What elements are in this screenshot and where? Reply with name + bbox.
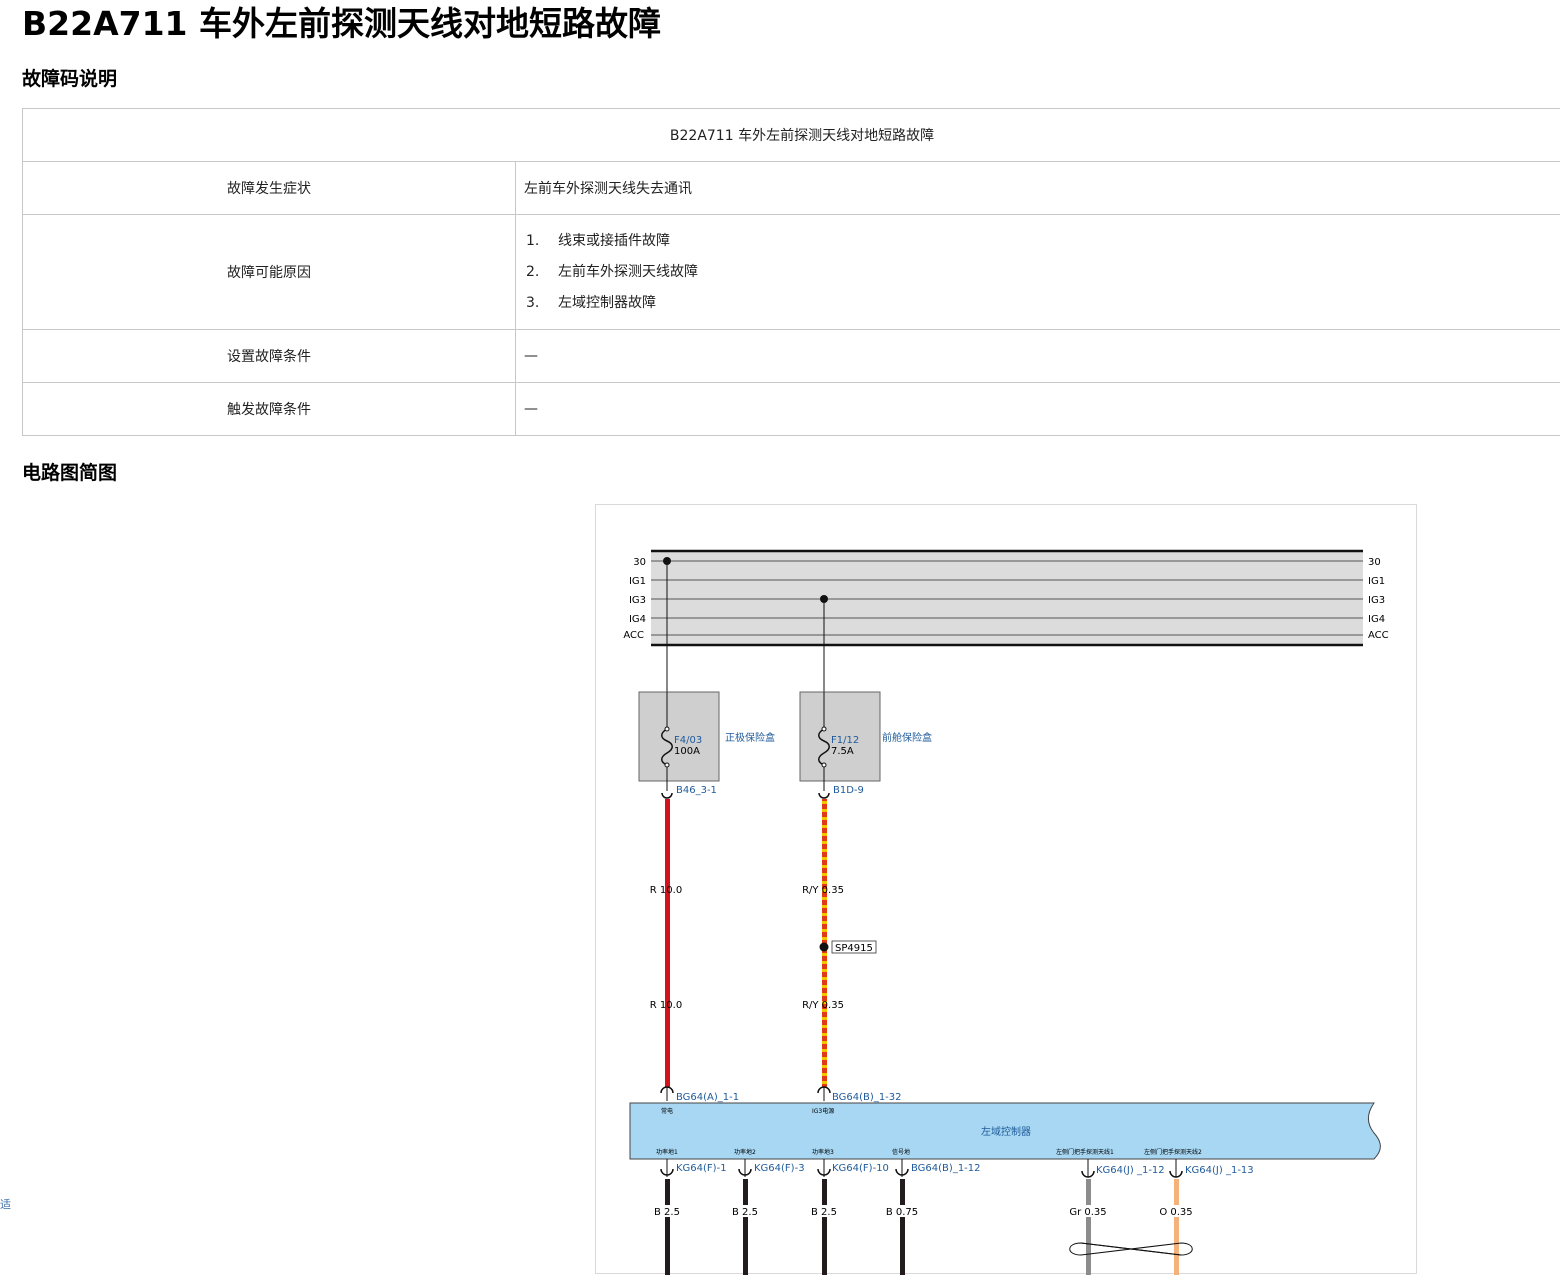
cause-item: 1.线束或接插件故障 — [524, 226, 1560, 257]
splice-label: SP4915 — [835, 943, 873, 954]
wire-label: B 2.5 — [654, 1207, 680, 1218]
wire-label: R 10.0 — [650, 885, 682, 896]
wire-black — [665, 1179, 670, 1275]
controller-connector: KG64(J) _1-12 — [1096, 1165, 1165, 1176]
bus-label-ig3-left: IG3 — [629, 595, 646, 606]
controller-connector: BG64(B)_1-32 — [832, 1092, 902, 1103]
circuit-svg: 30 IG1 IG3 IG4 ACC 30 IG1 IG3 IG4 ACC F4… — [596, 505, 1418, 1275]
fuse-box-name: 正极保险盒 — [725, 731, 775, 744]
wire-label: B 2.5 — [732, 1207, 758, 1218]
bus-label-30-right: 30 — [1368, 557, 1381, 568]
row-label-set-condition: 设置故障条件 — [23, 330, 516, 383]
fuse-id: F4/03 — [674, 735, 702, 746]
causes-list: 1.线束或接插件故障 2.左前车外探测天线故障 3.左域控制器故障 — [524, 226, 1560, 319]
pin-label: 功率地1 — [656, 1148, 678, 1156]
wire-black — [743, 1179, 748, 1275]
wire-label: B 2.5 — [811, 1207, 837, 1218]
controller-connector: KG64(F)-1 — [676, 1163, 727, 1174]
row-value-symptom: 左前车外探测天线失去通讯 — [516, 162, 1560, 215]
fuse-rating: 100A — [674, 746, 700, 757]
wire-label: R 10.0 — [650, 1000, 682, 1011]
bus-label-ig1-right: IG1 — [1368, 576, 1385, 587]
cause-item: 3.左域控制器故障 — [524, 288, 1560, 319]
pin-label: 信号地 — [892, 1148, 910, 1156]
wire-label: R/Y 0.35 — [802, 1000, 844, 1011]
pin-label: 常电 — [661, 1107, 673, 1115]
controller-name: 左域控制器 — [981, 1125, 1031, 1138]
bus-label-acc-right: ACC — [1368, 630, 1389, 641]
row-value-trigger-condition: — — [516, 383, 1560, 436]
bus-label-ig4-right: IG4 — [1368, 614, 1385, 625]
pin-label: 功率地3 — [812, 1148, 834, 1156]
bus-label-ig4-left: IG4 — [629, 614, 646, 625]
controller-connector: BG64(A)_1-1 — [676, 1092, 739, 1103]
controller-connector: KG64(F)-10 — [832, 1163, 889, 1174]
wire-black — [822, 1179, 827, 1275]
connector-b1d: B1D-9 — [833, 785, 864, 796]
section-heading-circuit: 电路图简图 — [22, 460, 117, 486]
wire-label: B 0.75 — [886, 1207, 918, 1218]
fault-table-header: B22A711 车外左前探测天线对地短路故障 — [23, 109, 1560, 162]
splice-node — [820, 943, 829, 952]
row-label-causes: 故障可能原因 — [23, 215, 516, 330]
wire-label: R/Y 0.35 — [802, 885, 844, 896]
bottom-connectors: KG64(F)-1 KG64(F)-3 KG64(F)-10 BG64(B)_1… — [661, 1159, 1254, 1177]
controller-connector: BG64(B)_1-12 — [911, 1163, 981, 1174]
connector-icon — [662, 793, 672, 798]
connector-icon — [819, 793, 829, 798]
row-label-trigger-condition: 触发故障条件 — [23, 383, 516, 436]
circuit-diagram: 30 IG1 IG3 IG4 ACC 30 IG1 IG3 IG4 ACC F4… — [595, 504, 1417, 1274]
wire-orange — [1174, 1179, 1179, 1275]
left-domain-controller: 左域控制器 常电 IG3电源 功率地1 功率地2 功率地3 信号地 左侧门把手探… — [630, 1103, 1380, 1159]
side-link[interactable]: 适 — [0, 1196, 11, 1212]
fuse-box-name: 前舱保险盒 — [882, 731, 932, 744]
fuse-id: F1/12 — [831, 735, 859, 746]
wire-label: O 0.35 — [1159, 1207, 1192, 1218]
wire-black — [900, 1179, 905, 1275]
bus-label-acc-left: ACC — [623, 630, 644, 641]
fuse-f1-12: F1/12 7.5A 前舱保险盒 — [800, 692, 932, 791]
fuse-f4-03: F4/03 100A 正极保险盒 — [639, 692, 775, 791]
row-value-causes: 1.线束或接插件故障 2.左前车外探测天线故障 3.左域控制器故障 — [516, 215, 1560, 330]
pin-label: 左侧门把手探测天线2 — [1144, 1148, 1202, 1156]
cause-item: 2.左前车外探测天线故障 — [524, 257, 1560, 288]
bus-label-ig3-right: IG3 — [1368, 595, 1385, 606]
pin-label: 左侧门把手探测天线1 — [1056, 1148, 1114, 1156]
fuse-rating: 7.5A — [831, 746, 854, 757]
power-bus-background — [651, 551, 1363, 645]
pin-label: IG3电源 — [812, 1107, 834, 1115]
wire-red — [665, 799, 670, 1087]
connector-b46: B46_3-1 — [676, 785, 717, 796]
controller-connector: KG64(F)-3 — [754, 1163, 805, 1174]
bus-label-ig1-left: IG1 — [629, 576, 646, 587]
power-bus: 30 IG1 IG3 IG4 ACC 30 IG1 IG3 IG4 ACC — [623, 551, 1388, 645]
page-title: B22A711 车外左前探测天线对地短路故障 — [22, 2, 661, 46]
row-label-symptom: 故障发生症状 — [23, 162, 516, 215]
section-heading-fault-description: 故障码说明 — [22, 66, 117, 92]
pin-label: 功率地2 — [734, 1148, 756, 1156]
fault-code-table: B22A711 车外左前探测天线对地短路故障 故障发生症状 左前车外探测天线失去… — [22, 108, 1560, 436]
bus-label-30-left: 30 — [633, 557, 646, 568]
row-value-set-condition: — — [516, 330, 1560, 383]
wire-label: Gr 0.35 — [1069, 1207, 1106, 1218]
wire-grey — [1086, 1179, 1091, 1275]
controller-connector: KG64(J) _1-13 — [1185, 1165, 1254, 1176]
